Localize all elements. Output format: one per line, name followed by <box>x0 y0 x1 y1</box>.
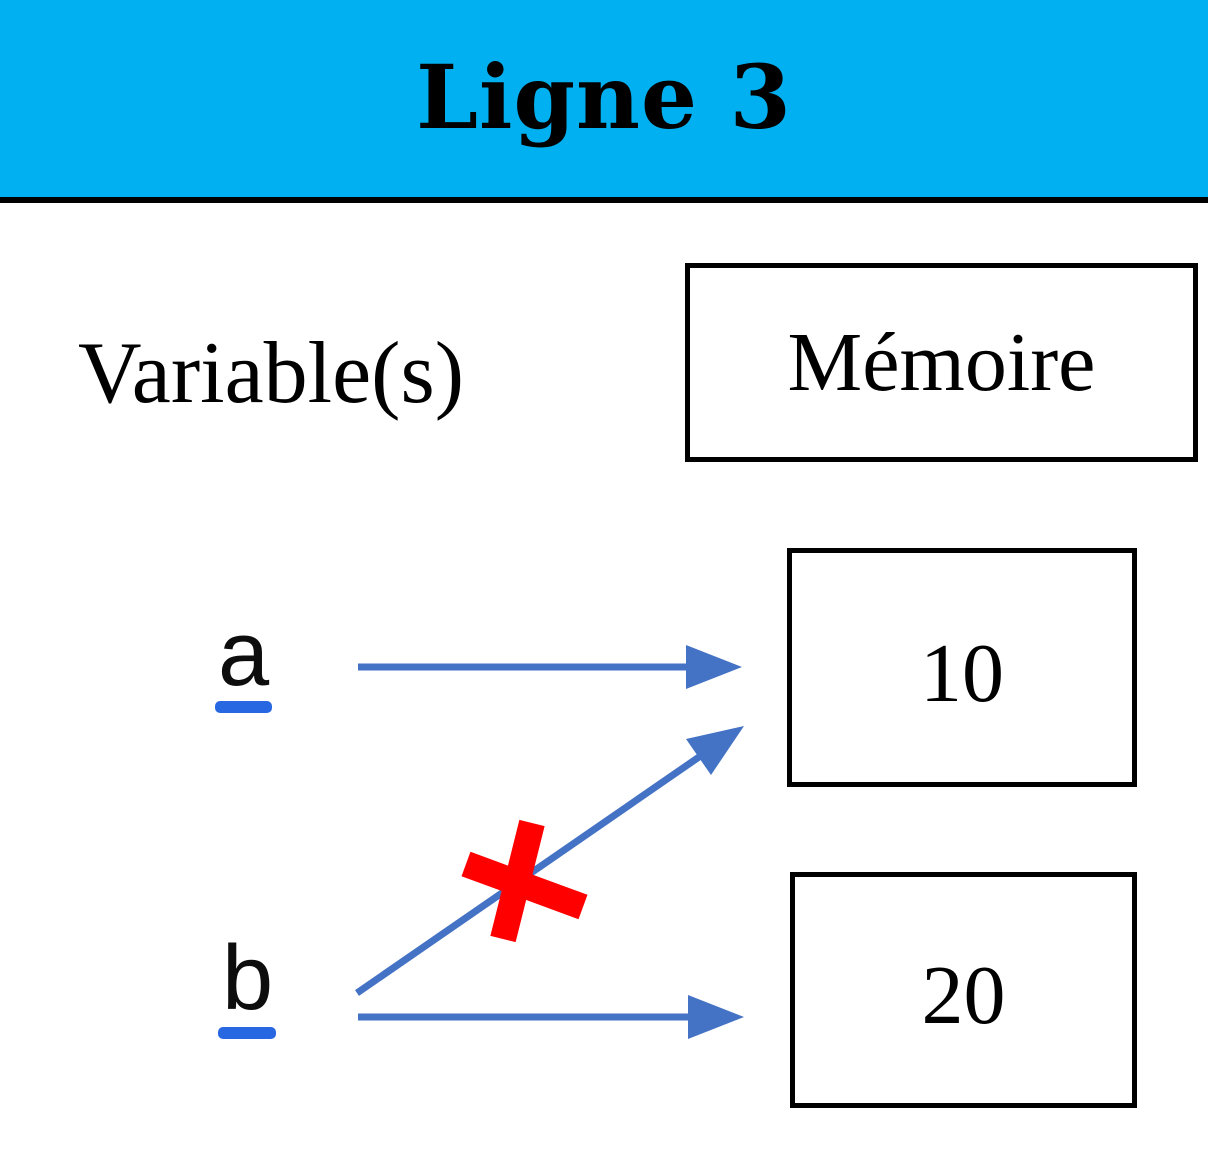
red-cross-stroke-1 <box>461 851 588 920</box>
arrow-b-to-10-head <box>686 726 744 775</box>
arrow-a-head <box>686 645 742 689</box>
header-band: Ligne 3 <box>0 0 1208 197</box>
red-cross-icon <box>461 819 588 943</box>
red-cross-stroke-2 <box>490 819 545 943</box>
variable-b-label: b <box>222 927 274 1029</box>
memory-column-label: Mémoire <box>787 315 1096 409</box>
header-divider <box>0 197 1208 203</box>
memory-cell-10: 10 <box>787 548 1137 787</box>
variables-column-label: Variable(s) <box>78 325 465 422</box>
variable-a-label: a <box>218 603 270 705</box>
memory-cell-10-value: 10 <box>920 626 1004 720</box>
arrow-b-to-10-invalid <box>355 726 744 996</box>
memory-cell-20: 20 <box>790 872 1137 1108</box>
arrow-b-to-10-shaft <box>355 754 701 996</box>
arrow-b-to-20 <box>358 995 744 1039</box>
memory-column-label-box: Mémoire <box>685 263 1198 462</box>
page-title: Ligne 3 <box>416 44 792 149</box>
variable-a-underline <box>215 701 272 713</box>
arrow-a-to-10 <box>358 645 742 689</box>
memory-cell-20-value: 20 <box>921 949 1006 1042</box>
variable-b-underline <box>218 1027 276 1039</box>
arrow-b-head <box>688 995 744 1039</box>
